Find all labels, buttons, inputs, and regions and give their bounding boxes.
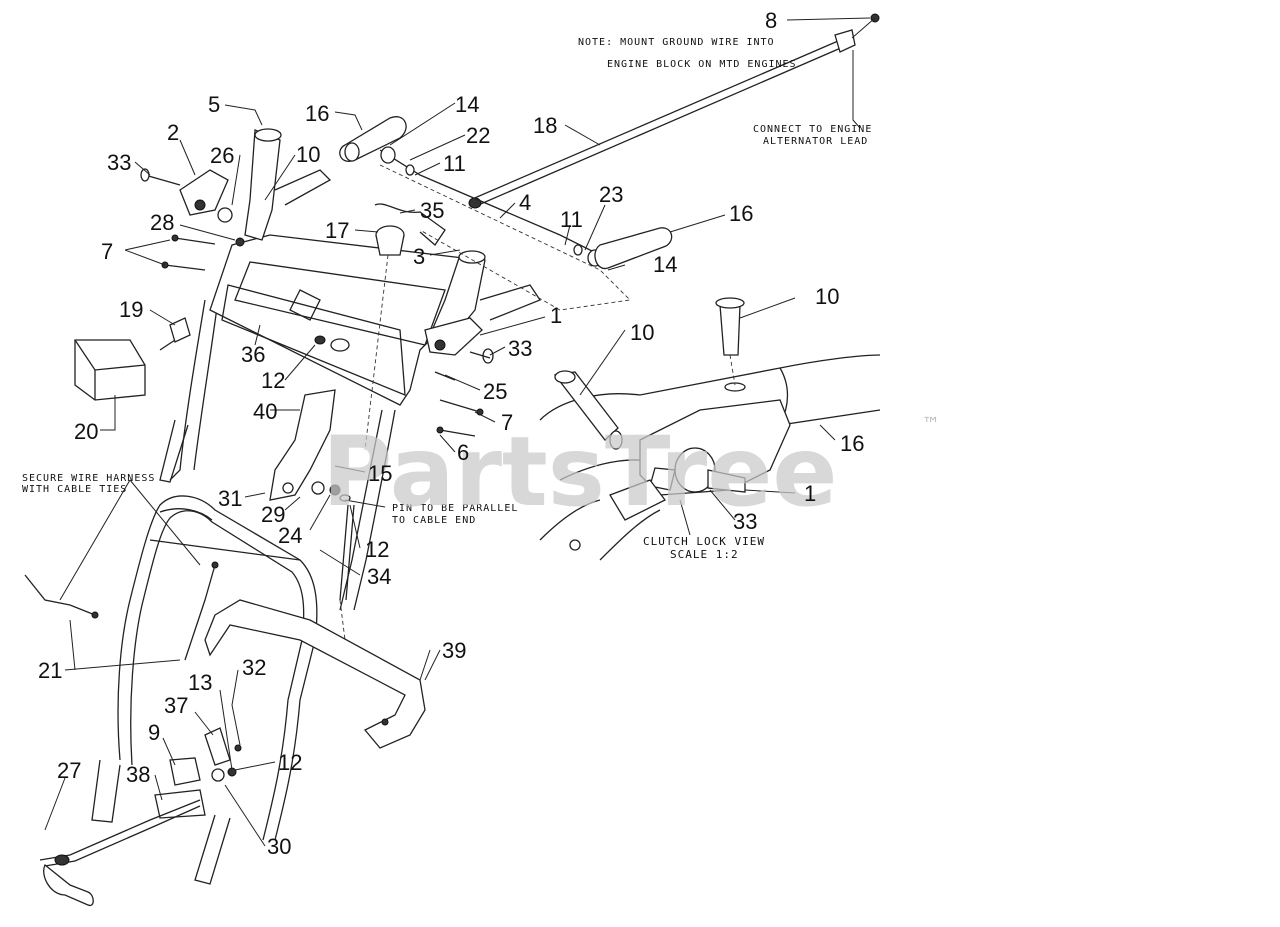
callout-1-clutch: 1 — [804, 481, 816, 506]
callout-7-right: 7 — [501, 410, 513, 435]
bolts-7-right — [436, 399, 484, 437]
callout-12-upper: 12 — [261, 368, 285, 393]
callout-10-top: 10 — [296, 142, 320, 167]
callout-12-lower: 12 — [278, 750, 302, 775]
lower-handle-frame — [91, 495, 318, 885]
note-ground-wire-line1: NOTE: MOUNT GROUND WIRE INTO — [578, 37, 775, 48]
callout-leaders — [44, 17, 871, 847]
partstree-watermark: PartsTree — [322, 416, 837, 528]
note-engine-lead-line1: CONNECT TO ENGINE — [753, 124, 872, 135]
drive-rod — [339, 504, 355, 641]
callout-39: 39 — [442, 638, 466, 663]
callout-33-left: 33 — [107, 150, 131, 175]
right-handle-grip — [429, 250, 541, 341]
callout-22: 22 — [466, 123, 490, 148]
callout-4: 4 — [519, 190, 531, 215]
lower-bracket-group — [154, 727, 242, 819]
note-engine-lead-line2: ALTERNATOR LEAD — [763, 136, 868, 147]
clutch-view-leader — [679, 499, 691, 536]
callout-16-top: 16 — [305, 101, 329, 126]
right-control-assembly — [424, 317, 494, 381]
clutch-view-scale: SCALE 1:2 — [670, 548, 739, 561]
callout-9: 9 — [148, 720, 160, 745]
clutch-bracket — [269, 389, 351, 502]
callout-27: 27 — [57, 758, 81, 783]
callout-33-clutch: 33 — [733, 509, 757, 534]
trademark-symbol: ™ — [922, 414, 940, 435]
note-wire-harness-line2: WITH CABLE TIES — [22, 484, 127, 495]
callout-21: 21 — [38, 658, 62, 683]
callout-12-middle: 12 — [365, 537, 389, 562]
callout-37: 37 — [164, 693, 188, 718]
callout-5: 5 — [208, 92, 220, 117]
callout-11-right: 11 — [560, 207, 583, 232]
callout-14-right: 14 — [653, 252, 677, 277]
callout-8: 8 — [765, 8, 777, 33]
clutch-lock-view — [539, 297, 881, 561]
callout-7-left: 7 — [101, 239, 113, 264]
callout-6: 6 — [457, 440, 469, 465]
callout-35: 35 — [420, 198, 444, 223]
throttle-cable — [468, 13, 880, 209]
callout-32: 32 — [242, 655, 266, 680]
callout-10-clutch: 10 — [630, 320, 654, 345]
callout-40: 40 — [253, 399, 277, 424]
callout-33-right: 33 — [508, 336, 532, 361]
note-pin-line1: PIN TO BE PARALLEL — [392, 503, 518, 514]
callout-11-top: 11 — [443, 151, 466, 176]
shift-rod — [39, 799, 201, 907]
callout-30: 30 — [267, 834, 291, 859]
note-wire-harness-line1: SECURE WIRE HARNESS — [22, 473, 155, 484]
callout-15: 15 — [368, 461, 392, 486]
callout-26: 26 — [210, 143, 234, 168]
clutch-view-title: CLUTCH LOCK VIEW — [643, 535, 765, 548]
callout-29: 29 — [261, 502, 285, 527]
callout-24: 24 — [278, 523, 302, 548]
bolts-7-left — [161, 234, 216, 271]
callout-16-right: 16 — [729, 201, 753, 226]
chute-crank-knob — [364, 225, 405, 451]
callout-1-top: 1 — [550, 303, 562, 328]
callout-13: 13 — [188, 670, 212, 695]
headlight-assembly — [74, 317, 191, 401]
callout-19: 19 — [119, 297, 143, 322]
left-control-assembly — [140, 168, 245, 247]
callout-34: 34 — [367, 564, 391, 589]
callout-10-right: 10 — [815, 284, 839, 309]
callout-18: 18 — [533, 113, 557, 138]
callout-20: 20 — [74, 419, 98, 444]
control-rod — [379, 146, 673, 311]
note-pin-line2: TO CABLE END — [392, 515, 476, 526]
callout-36: 36 — [241, 342, 265, 367]
left-handle-grip — [244, 116, 407, 241]
support-bracket — [204, 599, 431, 749]
callout-23: 23 — [599, 182, 623, 207]
callout-3: 3 — [413, 244, 425, 269]
callout-31: 31 — [218, 486, 242, 511]
note-ground-wire-line2: ENGINE BLOCK ON MTD ENGINES — [607, 59, 797, 70]
callout-14-top: 14 — [455, 92, 479, 117]
engine-lead-leader — [852, 50, 861, 129]
callout-2: 2 — [167, 120, 179, 145]
callout-25: 25 — [483, 379, 507, 404]
callout-38: 38 — [126, 762, 150, 787]
wire-harness-note-leader — [59, 479, 201, 601]
callout-17: 17 — [325, 218, 349, 243]
callout-16-clutch: 16 — [840, 431, 864, 456]
dashboard-panel — [209, 234, 482, 406]
wire-harness — [24, 561, 219, 661]
pin-note-leader — [344, 499, 386, 508]
callout-numbers: 8 18 5 16 14 22 2 26 10 11 33 4 23 11 16… — [38, 8, 864, 859]
rod-35 — [374, 203, 446, 246]
callout-28: 28 — [150, 210, 174, 235]
upper-handle-frame — [159, 299, 396, 611]
